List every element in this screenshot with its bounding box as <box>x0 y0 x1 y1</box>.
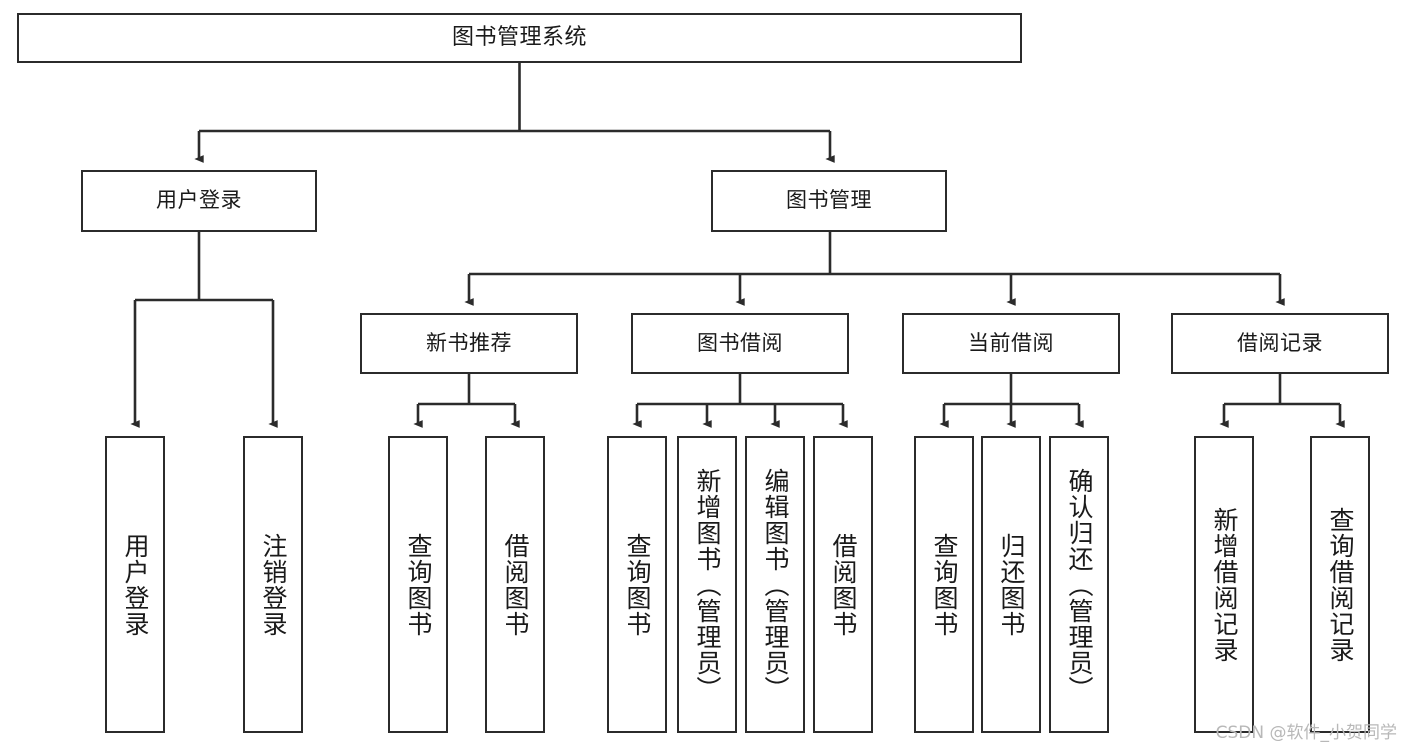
csdn-watermark: CSDN @软件_小贺同学 <box>1215 723 1397 743</box>
leaf-new-book-query-books[interactable]: 查询图书 <box>388 436 448 733</box>
node-new-book-recommend[interactable]: 新书推荐 <box>360 313 578 374</box>
node-label: 注销登录 <box>259 532 288 637</box>
leaf-book-borrow-query-books[interactable]: 查询图书 <box>607 436 667 733</box>
node-label: 借阅记录 <box>1237 330 1323 355</box>
leaf-user-login-login[interactable]: 用户登录 <box>105 436 165 733</box>
leaf-book-borrow-borrow-books[interactable]: 借阅图书 <box>813 436 873 733</box>
leaf-borrow-record-query-record[interactable]: 查询借阅记录 <box>1310 436 1370 733</box>
node-label: 新增图书（管理员） <box>693 467 722 702</box>
node-label: 借阅图书 <box>501 532 530 637</box>
node-label: 用户登录 <box>156 188 242 213</box>
leaf-current-borrow-return-books[interactable]: 归还图书 <box>981 436 1041 733</box>
leaf-current-borrow-query-books[interactable]: 查询图书 <box>914 436 974 733</box>
node-label: 查询图书 <box>404 532 433 637</box>
node-label: 图书管理系统 <box>451 24 587 50</box>
leaf-borrow-record-add-record[interactable]: 新增借阅记录 <box>1194 436 1254 733</box>
node-label: 图书管理 <box>786 188 872 213</box>
node-book-borrow[interactable]: 图书借阅 <box>631 313 849 374</box>
node-label: 查询图书 <box>623 532 652 637</box>
node-current-borrow[interactable]: 当前借阅 <box>902 313 1120 374</box>
node-label: 确认归还（管理员） <box>1065 467 1094 702</box>
node-label: 用户登录 <box>121 532 150 637</box>
leaf-current-borrow-confirm-return-admin[interactable]: 确认归还（管理员） <box>1049 436 1109 733</box>
node-book-management[interactable]: 图书管理 <box>711 170 947 232</box>
node-root-book-management-system[interactable]: 图书管理系统 <box>17 13 1022 63</box>
leaf-user-login-logout[interactable]: 注销登录 <box>243 436 303 733</box>
node-label: 新增借阅记录 <box>1210 506 1239 663</box>
node-label: 编辑图书（管理员） <box>761 467 790 702</box>
node-label: 当前借阅 <box>968 330 1054 355</box>
leaf-book-borrow-add-book-admin[interactable]: 新增图书（管理员） <box>677 436 737 733</box>
node-user-login[interactable]: 用户登录 <box>81 170 317 232</box>
node-label: 新书推荐 <box>426 330 512 355</box>
node-label: 借阅图书 <box>829 532 858 637</box>
node-label: 归还图书 <box>997 532 1026 637</box>
node-label: 查询借阅记录 <box>1326 506 1355 663</box>
leaf-new-book-borrow-books[interactable]: 借阅图书 <box>485 436 545 733</box>
leaf-book-borrow-edit-book-admin[interactable]: 编辑图书（管理员） <box>745 436 805 733</box>
node-borrow-record[interactable]: 借阅记录 <box>1171 313 1389 374</box>
node-label: 查询图书 <box>930 532 959 637</box>
node-label: 图书借阅 <box>697 330 783 355</box>
